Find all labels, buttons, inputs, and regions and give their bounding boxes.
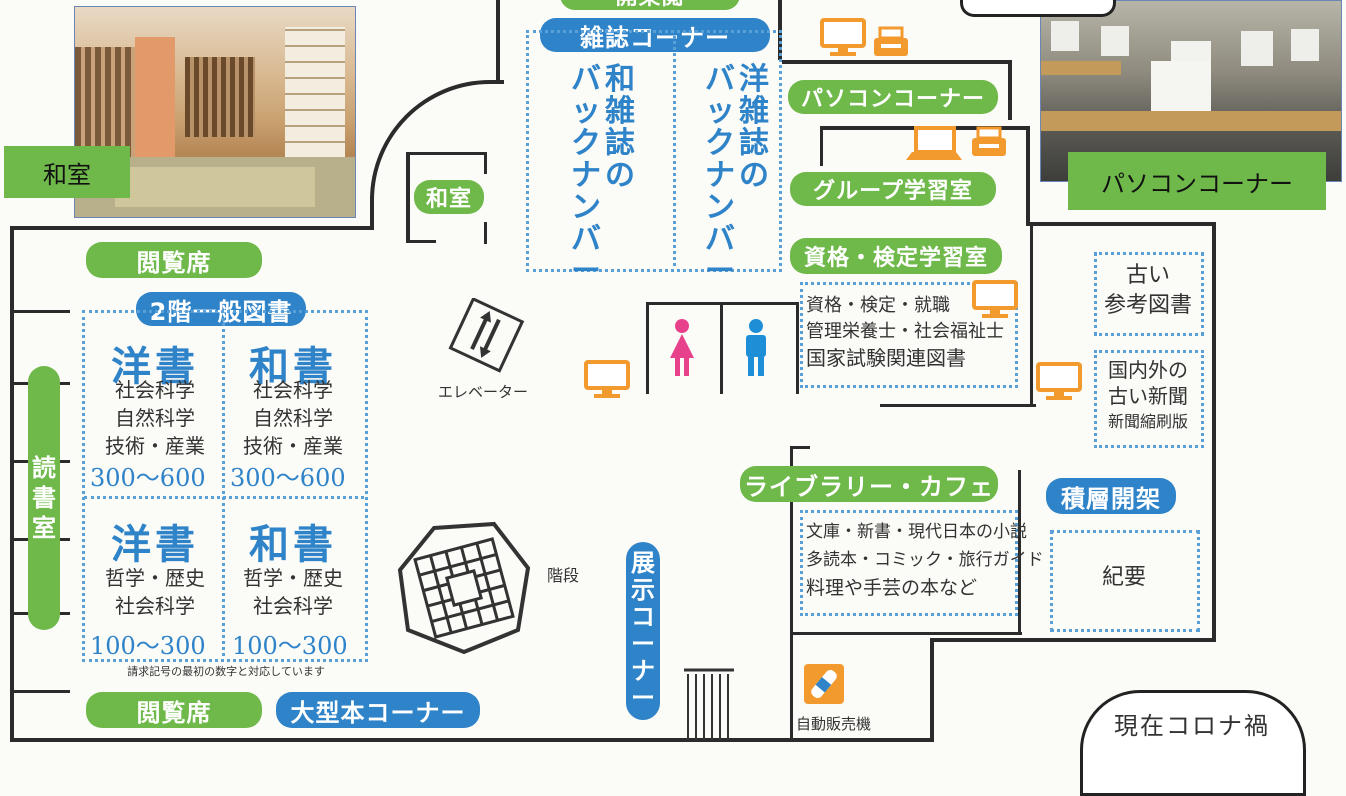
reading-seats-bottom: 閲覧席: [86, 692, 262, 728]
female-restroom-icon: [670, 319, 694, 376]
shelf2-range: 300～600: [230, 464, 346, 492]
printer-icon-2: [972, 126, 1006, 156]
old-news-line1: 国内外の: [1108, 358, 1188, 382]
stairs-icon: [397, 521, 531, 655]
speech-bubble: [960, 0, 1116, 17]
reading-room-char3: 室: [32, 514, 56, 542]
exhibit-char6: ー: [631, 684, 655, 712]
laptop-icon: [906, 126, 962, 160]
exhibit-char3: コ: [631, 603, 655, 631]
cafe-books-line3: 料理や手芸の本など: [806, 577, 978, 599]
shelf2-title: 和書: [249, 344, 337, 390]
large-books-label: 大型本コーナー: [276, 692, 480, 728]
shelf1-line3: 技術・産業: [105, 434, 205, 458]
exhibit-char1: 展: [631, 549, 655, 577]
old-news-line3: 新聞縮刷版: [1107, 412, 1188, 431]
cafe-books-line2: 多読本・コミック・旅行ガイド: [806, 550, 1044, 570]
old-ref-line1: 古い: [1125, 263, 1170, 288]
shelf1-line1: 社会科学: [115, 378, 195, 402]
exhibit-corner-label: 展 示 コ ー ナ ー: [626, 542, 660, 720]
pc-corner-label: パソコンコーナー: [788, 80, 998, 114]
reading-room-char2: 書: [32, 484, 56, 512]
shelf1-line2: 自然科学: [115, 406, 195, 430]
shikaku-books-line3: 国家試験関連図書: [806, 346, 966, 370]
monitor-icon-center: [584, 360, 630, 398]
reading-room-label: 読 書 室: [28, 366, 60, 630]
cafe-books-zone: [800, 510, 1018, 616]
corona-note-text: 現在コロナ禍: [1114, 712, 1270, 740]
reading-seats-top: 閲覧席: [86, 242, 262, 278]
shelf2-line2: 自然科学: [253, 406, 333, 430]
magazine-corner-label: 雑誌コーナー: [540, 18, 770, 52]
shelf3-title: 洋書: [111, 522, 199, 568]
corona-note-bubble: [1080, 690, 1306, 796]
stacks-label: 積層開架: [1046, 478, 1176, 514]
old-ref-line2: 参考図書: [1103, 293, 1192, 318]
yo-backnumber-col2: バックナンバー: [705, 62, 735, 289]
shelf4-line2: 社会科学: [253, 594, 333, 618]
old-news-zone: [1094, 350, 1204, 448]
male-restroom-icon: [746, 319, 766, 376]
general-books-zone: [82, 310, 368, 662]
printer-icon: [874, 26, 908, 56]
reading-room-char1: 読: [32, 454, 56, 482]
elevator-label: エレベーター: [437, 383, 528, 401]
shelf3-line2: 社会科学: [115, 594, 195, 618]
exhibit-char2: 示: [631, 576, 655, 604]
shikaku-books-line2: 管理栄養士・社会福祉士: [806, 321, 1004, 342]
shelf3-range: 100～300: [90, 632, 206, 660]
shelf4-title: 和書: [249, 522, 337, 568]
elevator-icon: [448, 298, 525, 373]
call-number-note: 請求記号の最初の数字と対応しています: [127, 665, 325, 678]
library-cafe-label: ライブラリー・カフェ: [740, 466, 998, 502]
pc-corner-photo: [1040, 0, 1342, 182]
shikaku-room-label: 資格・検定学習室: [790, 238, 1002, 274]
kiyo-label: 紀要: [1101, 565, 1146, 590]
shelf4-range: 100～300: [232, 632, 348, 660]
monitor-icon: [820, 18, 866, 56]
old-reference-zone: [1094, 252, 1204, 336]
monitor-icon-shikaku: [972, 280, 1018, 318]
shelf2-line3: 技術・産業: [243, 434, 343, 458]
shelf2-line1: 社会科学: [253, 378, 333, 402]
wa-backnumber-col2: バックナンバー: [571, 62, 601, 289]
shikaku-books-line1: 資格・検定・就職: [806, 295, 950, 316]
cafe-books-line1: 文庫・新書・現代日本の小説: [806, 522, 1027, 542]
pc-corner-photo-label: パソコンコーナー: [1068, 152, 1326, 210]
yo-backnumber-col1: 洋雑誌の: [739, 62, 769, 193]
kiyo-zone: [1050, 530, 1200, 632]
wa-backnumber-col1: 和雑誌の: [605, 62, 635, 193]
shikaku-books-zone: [800, 282, 1018, 388]
vending-machine-icon: [804, 664, 844, 704]
shelf1-range: 300～600: [90, 464, 206, 492]
group-study-label: グループ学習室: [790, 172, 996, 206]
washitsu-photo-label: 和室: [4, 146, 130, 198]
monitor-icon-right: [1036, 362, 1082, 400]
shelf4-line1: 哲学・歴史: [243, 566, 343, 590]
vending-machine-label: 自動販売機: [796, 715, 872, 733]
old-news-line2: 古い新聞: [1108, 384, 1188, 408]
exhibit-char5: ナ: [631, 657, 655, 685]
entrance-stairs-icon: [684, 668, 734, 740]
shelf1-title: 洋書: [111, 344, 199, 390]
washitsu-label: 和室: [414, 180, 484, 214]
stairs-label: 階段: [546, 566, 579, 585]
shelf3-line1: 哲学・歴史: [105, 566, 205, 590]
exhibit-char4: ー: [631, 630, 655, 658]
magazine-zone: [526, 30, 782, 272]
kaiko-label: 開架閲: [560, 0, 740, 10]
